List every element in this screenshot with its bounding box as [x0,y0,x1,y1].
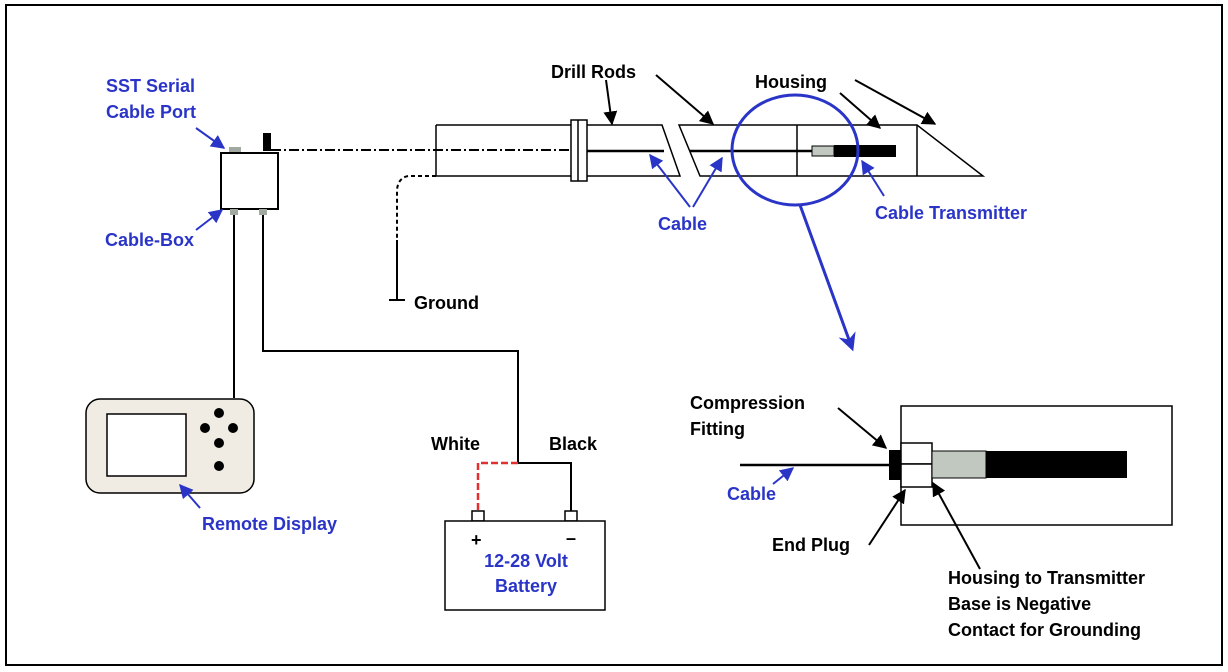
housing-note-label: Base is Negative [948,594,1091,614]
housing-arrow-1 [839,92,882,129]
cable-arrow-1 [649,153,691,208]
display-button-icon [200,423,210,433]
drill-rods-arrow-2 [655,74,715,125]
compression-fitting [889,450,901,480]
battery-label: Battery [495,576,557,596]
remote-display-arrow [179,483,201,509]
battery-label: 12-28 Volt [484,551,568,571]
compression-fitting-arrow [837,407,888,449]
negative-terminal-label: – [566,528,576,548]
end-plug [900,442,933,465]
drill-rod-1 [435,119,682,182]
housing-arrow-2 [854,79,937,125]
positive-wire [476,461,518,511]
sst-port-arrow [195,127,226,149]
white-wire-label: White [431,434,480,454]
outer-frame [5,4,1223,666]
transmitter-body [834,145,896,157]
end-plug-label: End Plug [772,535,850,555]
drill-rods-label: Drill Rods [551,62,636,82]
detail-view [740,405,1173,526]
detail-highlight-circle [730,93,860,207]
display-button-icon [214,438,224,448]
remote-display [85,398,255,494]
cable-box-label: Cable-Box [105,230,194,250]
ground-label: Ground [414,293,479,313]
display-button-icon [214,461,224,471]
battery-supply-wire [262,215,519,463]
remote-display-label: Remote Display [202,514,337,534]
cable-arrow-2 [692,156,723,208]
cable-box-arrow [195,209,224,231]
display-button-icon [228,423,238,433]
negative-wire [518,462,572,511]
detail-cable-arrow [772,467,795,485]
cable-transmitter-label: Cable Transmitter [875,203,1027,223]
detail-arrow [798,204,856,352]
end-plug-arrow [868,488,906,546]
detail-transmitter-tip [931,450,987,479]
housing-note-label: Housing to Transmitter [948,568,1145,588]
positive-terminal-label: + [471,530,482,550]
housing-note-label: Contact for Grounding [948,620,1141,640]
detail-transmitter-body [986,451,1127,478]
battery [444,510,606,611]
drill-rods-arrow-1 [603,79,618,126]
compression-fitting-label: Compression [690,393,805,413]
cable-box [220,133,279,215]
sst-port-label: SST Serial [106,76,195,96]
cable-label: Cable [658,214,707,234]
cable-transmitter-arrow [861,159,885,197]
housing-label: Housing [755,72,827,92]
ground-lead [396,175,436,240]
display-button-icon [214,408,224,418]
sst-port-label: Cable Port [106,102,196,122]
housing-note-arrow [932,481,981,570]
compression-fitting-label: Fitting [690,419,745,439]
detail-cable-label: Cable [727,484,776,504]
transmitter-tip [811,145,835,157]
black-wire-label: Black [549,434,598,454]
